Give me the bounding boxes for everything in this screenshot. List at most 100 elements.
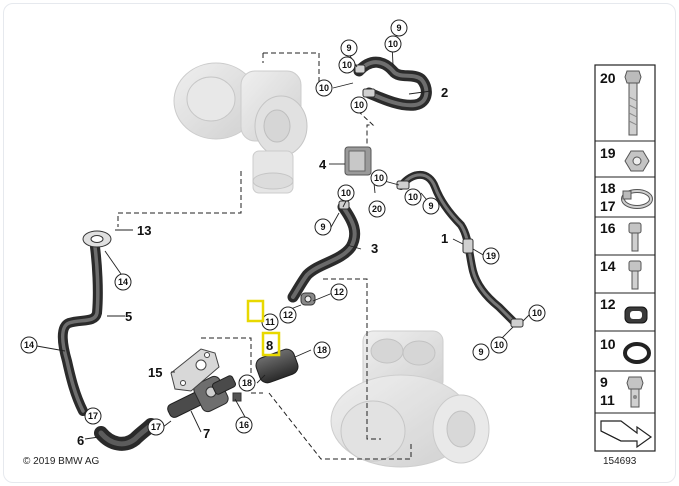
- part-label-8: 8: [266, 338, 273, 353]
- copyright-text: © 2019 BMW AG: [23, 456, 100, 467]
- svg-text:10: 10: [388, 39, 398, 49]
- seal-ring-icon: [623, 342, 651, 364]
- diagram-frame: 9 9 10 10 10 10 10 10 9 20 10 9 19 10 10…: [3, 3, 676, 483]
- svg-text:10: 10: [408, 192, 418, 202]
- gasket-13: [82, 230, 112, 248]
- gasket-15: [170, 348, 220, 392]
- callout-18: 18: [313, 341, 331, 359]
- svg-text:17: 17: [88, 411, 98, 421]
- callout-16: 16: [235, 416, 253, 434]
- callout-17: 17: [147, 418, 165, 436]
- svg-text:16: 16: [239, 420, 249, 430]
- svg-text:10: 10: [342, 60, 352, 70]
- part-label-3: 3: [371, 241, 378, 256]
- svg-text:10: 10: [354, 100, 364, 110]
- part-label-7: 7: [203, 426, 210, 441]
- fittings: [232, 64, 524, 402]
- svg-text:16: 16: [600, 220, 616, 236]
- legend-row-19: 19: [600, 145, 650, 172]
- svg-text:12: 12: [334, 287, 344, 297]
- callout-10: 10: [350, 96, 368, 114]
- callout-12: 12: [330, 283, 348, 301]
- svg-text:18: 18: [317, 345, 327, 355]
- part-label-4: 4: [319, 157, 327, 172]
- svg-text:11: 11: [265, 317, 275, 327]
- svg-text:9: 9: [428, 201, 433, 211]
- svg-text:9: 9: [320, 222, 325, 232]
- callout-18: 18: [238, 374, 256, 392]
- svg-text:18: 18: [242, 378, 252, 388]
- callout-20: 20: [368, 200, 386, 218]
- svg-text:11: 11: [600, 392, 615, 408]
- arrow-icon: [600, 420, 653, 449]
- part-label-6: 6: [77, 433, 84, 448]
- callout-10: 10: [315, 79, 333, 97]
- callout-10: 10: [404, 188, 422, 206]
- legend-panel: 20 19 18 17: [594, 64, 656, 452]
- svg-text:19: 19: [600, 145, 616, 161]
- socket-bolt-icon: [628, 222, 642, 252]
- part-label-5: 5: [125, 309, 132, 324]
- legend-row-20: 20: [600, 70, 642, 136]
- svg-text:10: 10: [494, 340, 504, 350]
- legend-row-10: 10: [600, 336, 651, 364]
- callout-9: 9: [422, 197, 440, 215]
- svg-text:20: 20: [600, 70, 616, 86]
- figure-number: 154693: [603, 456, 637, 467]
- turbocharger-bottom: [330, 330, 490, 468]
- bracket-4: [344, 146, 372, 176]
- callout-9: 9: [472, 343, 490, 361]
- hex-nut-icon: [624, 150, 650, 172]
- part-label-13: 13: [137, 223, 151, 238]
- svg-text:14: 14: [118, 277, 128, 287]
- callout-10: 10: [337, 184, 355, 202]
- legend-row-12: 12: [600, 296, 648, 324]
- svg-text:14: 14: [24, 340, 34, 350]
- svg-text:17: 17: [151, 422, 161, 432]
- bolt-long-icon: [624, 70, 642, 136]
- legend-row-18-17: 18 17: [600, 180, 653, 214]
- svg-text:10: 10: [600, 336, 616, 352]
- legend-row-arrow: [600, 420, 653, 449]
- highlights: 8: [246, 299, 281, 357]
- svg-text:12: 12: [600, 296, 616, 312]
- svg-text:14: 14: [600, 258, 616, 274]
- svg-text:17: 17: [600, 198, 616, 214]
- banjo-bolt-icon: [626, 376, 644, 408]
- parts-diagram: 9 9 10 10 10 10 10 10 9 20 10 9 19 10 10…: [20, 19, 656, 468]
- legend-row-9-11: 9 11: [600, 374, 644, 408]
- part-label-1: 1: [441, 231, 448, 246]
- callout-11: 11: [261, 313, 279, 331]
- square-gasket-icon: [624, 306, 648, 324]
- pipe-7: [167, 375, 237, 418]
- callout-14: 14: [114, 273, 132, 291]
- callout-9: 9: [340, 39, 358, 57]
- svg-text:12: 12: [283, 310, 293, 320]
- highlight-box-empty: [246, 299, 265, 323]
- callout-10: 10: [338, 56, 356, 74]
- highlight-box-8: [261, 331, 281, 357]
- callout-9: 9: [390, 19, 408, 37]
- callout-10: 10: [528, 304, 546, 322]
- hose-clamp-icon: [621, 189, 653, 209]
- svg-text:18: 18: [600, 180, 616, 196]
- callout-19: 19: [482, 247, 500, 265]
- callouts: 9 9 10 10 10 10 10 10 9 20 10 9 19 10 10…: [20, 19, 546, 436]
- svg-text:10: 10: [374, 173, 384, 183]
- part-label-15: 15: [148, 365, 162, 380]
- callout-17: 17: [84, 407, 102, 425]
- leader-lines: [117, 52, 412, 460]
- svg-text:10: 10: [319, 83, 329, 93]
- callout-9: 9: [314, 218, 332, 236]
- part-label-2: 2: [441, 85, 448, 100]
- socket-bolt-icon: [628, 260, 642, 290]
- svg-text:9: 9: [346, 43, 351, 53]
- callout-10: 10: [370, 169, 388, 187]
- svg-text:9: 9: [396, 23, 401, 33]
- svg-text:9: 9: [478, 347, 483, 357]
- part-labels: 2 4 1 3 5 6 7 13 15: [77, 85, 448, 448]
- callout-10: 10: [490, 336, 508, 354]
- svg-text:9: 9: [600, 374, 608, 390]
- svg-text:20: 20: [372, 204, 382, 214]
- legend-row-14: 14: [600, 258, 642, 290]
